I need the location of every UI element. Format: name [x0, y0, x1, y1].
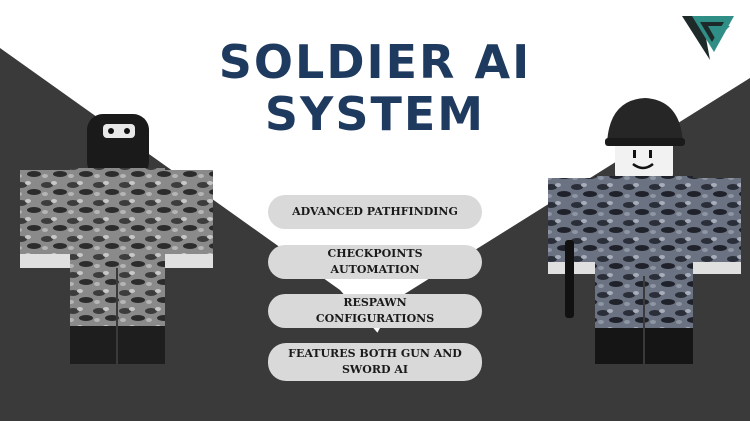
soldier-masked-figure — [20, 114, 213, 364]
baton — [565, 240, 574, 318]
helmet — [607, 98, 683, 144]
feature-pill-2: CHECKPOINTS AUTOMATION — [268, 245, 482, 279]
soldier-helmet-figure — [548, 98, 741, 364]
logo-icon — [682, 16, 734, 60]
feature-label: ADVANCED PATHFINDING — [292, 205, 458, 218]
feature-pill-3: RESPAWN CONFIGURATIONS — [268, 294, 482, 328]
title-line-1: SOLDIER AI — [218, 35, 532, 89]
feature-pill-1: ADVANCED PATHFINDING — [268, 195, 482, 229]
feature-pill-4: FEATURES BOTH GUN AND SWORD AI — [268, 343, 482, 381]
title-line-2: SYSTEM — [264, 87, 486, 141]
feature-label: FEATURES BOTH GUN AND SWORD AI — [288, 347, 462, 376]
page-title: SOLDIER AI SYSTEM — [185, 36, 565, 140]
feature-label: RESPAWN CONFIGURATIONS — [315, 296, 435, 325]
feature-label: CHECKPOINTS AUTOMATION — [327, 247, 423, 276]
